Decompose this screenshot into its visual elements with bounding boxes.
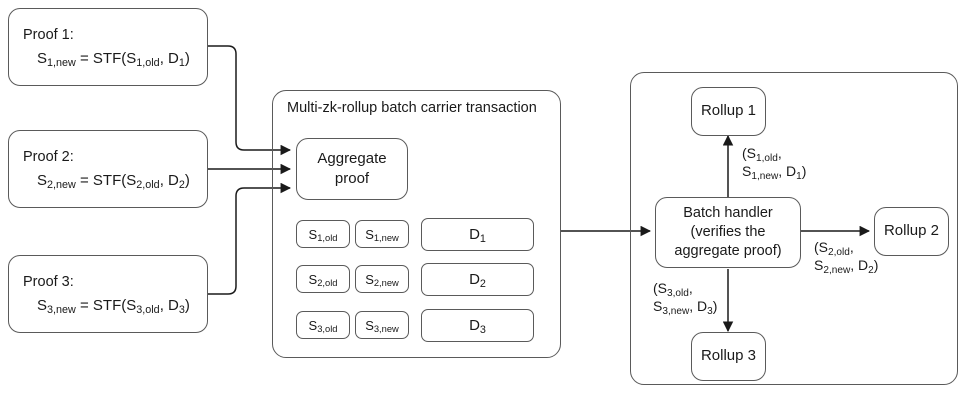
state-chip-s1-new[interactable]: S1,new	[355, 220, 409, 248]
state-chip-s3-new[interactable]: S3,new	[355, 311, 409, 339]
carrier-transaction-container: Multi-zk-rollup batch carrier transactio…	[272, 90, 561, 358]
rollup-1-box[interactable]: Rollup 1	[691, 87, 766, 136]
data-chip-d3[interactable]: D3	[421, 309, 534, 342]
edge-label-rollup3-payload: (S3,old, S3,new, D3)	[653, 279, 718, 317]
state-chip-s2-new[interactable]: S2,new	[355, 265, 409, 293]
proof-1-title: Proof 1:	[23, 27, 74, 44]
data-chip-d2[interactable]: D2	[421, 263, 534, 296]
state-chip-s1-old[interactable]: S1,old	[296, 220, 350, 248]
rollup-3-box[interactable]: Rollup 3	[691, 332, 766, 381]
batch-handler-box[interactable]: Batch handler (verifies the aggregate pr…	[655, 197, 801, 268]
proof-3-box[interactable]: Proof 3: S3,new = STF(S3,old, D3)	[8, 255, 208, 333]
proof-3-equation: S3,new = STF(S3,old, D3)	[37, 296, 190, 316]
edge-label-rollup1-line2: S1,new, D1)	[742, 163, 807, 182]
edge-label-rollup2-line2: S2,new, D2)	[814, 257, 879, 276]
edge-label-rollup2-line1: (S2,old,	[814, 239, 854, 258]
batch-handler-label-line3: aggregate proof)	[674, 243, 782, 260]
proof-2-equation: S2,new = STF(S2,old, D2)	[37, 171, 190, 191]
edge-label-rollup1-payload: (S1,old, S1,new, D1)	[742, 144, 807, 182]
rollup-2-box[interactable]: Rollup 2	[874, 207, 949, 256]
data-chip-d1-label: D1	[469, 226, 486, 246]
carrier-transaction-title: Multi-zk-rollup batch carrier transactio…	[287, 100, 537, 116]
settlement-container	[630, 72, 958, 385]
state-chip-s2-old[interactable]: S2,old	[296, 265, 350, 293]
aggregate-proof-label-line1: Aggregate	[317, 149, 387, 167]
state-chip-s3-old[interactable]: S3,old	[296, 311, 350, 339]
data-chip-d3-label: D3	[469, 317, 486, 337]
state-chip-s1-old-label: S1,old	[308, 226, 338, 244]
edge-label-rollup3-line1: (S3,old,	[653, 280, 693, 299]
state-chip-s3-old-label: S3,old	[308, 317, 338, 335]
proof-1-box[interactable]: Proof 1: S1,new = STF(S1,old, D1)	[8, 8, 208, 86]
edge-label-rollup2-payload: (S2,old, S2,new, D2)	[814, 238, 879, 276]
rollup-3-label: Rollup 3	[700, 347, 757, 365]
aggregate-proof-box[interactable]: Aggregate proof	[296, 138, 408, 200]
proof-1-equation: S1,new = STF(S1,old, D1)	[37, 49, 190, 69]
proof-3-title: Proof 3:	[23, 274, 74, 291]
state-chip-s3-new-label: S3,new	[365, 317, 399, 335]
edge-label-rollup3-line2: S3,new, D3)	[653, 298, 718, 317]
batch-handler-label-line1: Batch handler	[683, 204, 773, 221]
state-chip-s2-old-label: S2,old	[308, 271, 338, 289]
state-chip-s1-new-label: S1,new	[365, 226, 399, 244]
proof-2-box[interactable]: Proof 2: S2,new = STF(S2,old, D2)	[8, 130, 208, 208]
data-chip-d2-label: D2	[469, 271, 486, 291]
batch-handler-label-line2: (verifies the	[690, 223, 766, 240]
aggregate-proof-label-line2: proof	[334, 170, 370, 187]
state-chip-s2-new-label: S2,new	[365, 271, 399, 289]
rollup-1-label: Rollup 1	[700, 102, 757, 120]
rollup-2-label: Rollup 2	[883, 222, 940, 240]
edge-label-rollup1-line1: (S1,old,	[742, 145, 782, 164]
proof-2-title: Proof 2:	[23, 149, 74, 166]
data-chip-d1[interactable]: D1	[421, 218, 534, 251]
